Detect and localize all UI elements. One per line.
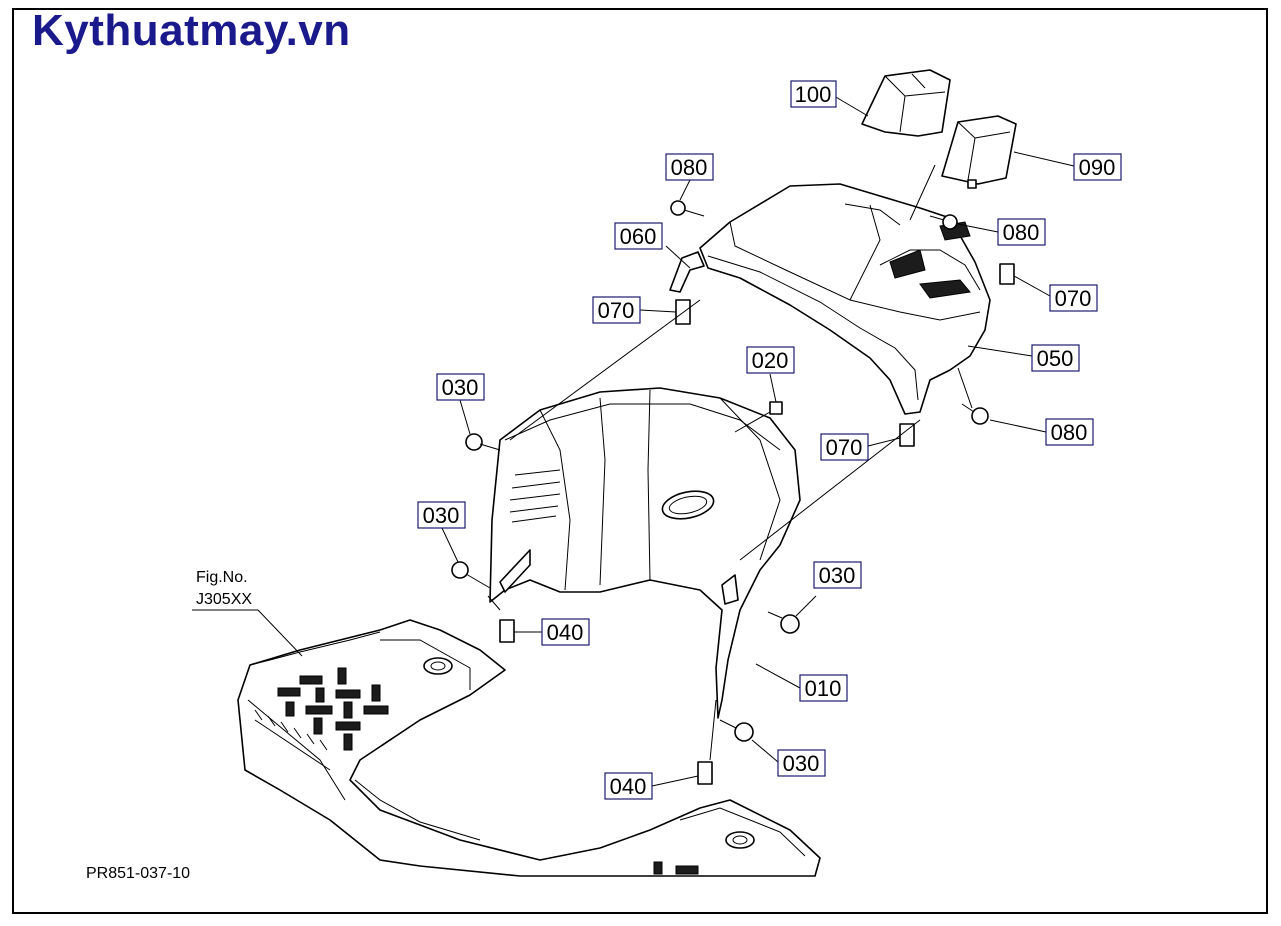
fastener-hardware — [451, 200, 1015, 785]
callout-070-right: 070 — [1049, 284, 1098, 312]
callout-050: 050 — [1031, 344, 1080, 372]
callout-030-left-text: 030 — [423, 503, 460, 528]
drawing-frame — [12, 8, 1268, 914]
callout-030-lower-text: 030 — [783, 751, 820, 776]
callout-070-left-text: 070 — [598, 298, 635, 323]
callout-100: 100 — [790, 80, 837, 108]
callout-090: 090 — [1073, 153, 1122, 181]
figure-ref-line2: J305XX — [196, 591, 252, 608]
part-050-upper-panel — [699, 183, 991, 415]
callout-080-right: 080 — [997, 218, 1046, 246]
callout-080-top-text: 080 — [671, 155, 708, 180]
callout-080-lower: 080 — [1045, 418, 1094, 446]
callout-070-mid-text: 070 — [826, 435, 863, 460]
callout-060: 060 — [614, 222, 663, 250]
part-090-cover — [941, 115, 1017, 189]
callout-060-text: 060 — [620, 224, 657, 249]
part-100-cover — [861, 69, 951, 137]
callout-030-right-text: 030 — [819, 563, 856, 588]
callout-050-text: 050 — [1037, 346, 1074, 371]
callout-040-lower: 040 — [604, 772, 653, 800]
callout-030-upper-left-text: 030 — [442, 375, 479, 400]
callout-040-upper-text: 040 — [547, 620, 584, 645]
callout-010: 010 — [799, 674, 848, 702]
callout-030-upper-left: 030 — [436, 373, 485, 401]
figure-reference: Fig.No. J305XX — [196, 569, 252, 608]
callout-080-right-text: 080 — [1003, 220, 1040, 245]
callout-080-top: 080 — [665, 153, 714, 181]
callout-010-text: 010 — [805, 676, 842, 701]
callout-030-lower: 030 — [777, 749, 826, 777]
callout-100-text: 100 — [795, 82, 832, 107]
callout-020: 020 — [746, 346, 795, 374]
part-010-main-fender — [489, 387, 801, 719]
callout-070-right-text: 070 — [1055, 286, 1092, 311]
leader-lines — [192, 95, 1075, 787]
callout-040-upper: 040 — [541, 618, 590, 646]
floor-frame — [237, 619, 821, 877]
callout-070-mid: 070 — [820, 433, 869, 461]
drawing-code: PR851-037-10 — [86, 865, 190, 882]
brand-watermark: Kythuatmay.vn — [32, 6, 351, 55]
callout-030-right: 030 — [813, 561, 862, 589]
callout-070-left: 070 — [592, 296, 641, 324]
figure-ref-line1: Fig.No. — [196, 569, 248, 586]
callout-080-lower-text: 080 — [1051, 420, 1088, 445]
drawing-code-text: PR851-037-10 — [86, 865, 190, 882]
callout-090-text: 090 — [1079, 155, 1116, 180]
callout-020-text: 020 — [752, 348, 789, 373]
callout-040-lower-text: 040 — [610, 774, 647, 799]
callout-030-left: 030 — [417, 501, 466, 529]
